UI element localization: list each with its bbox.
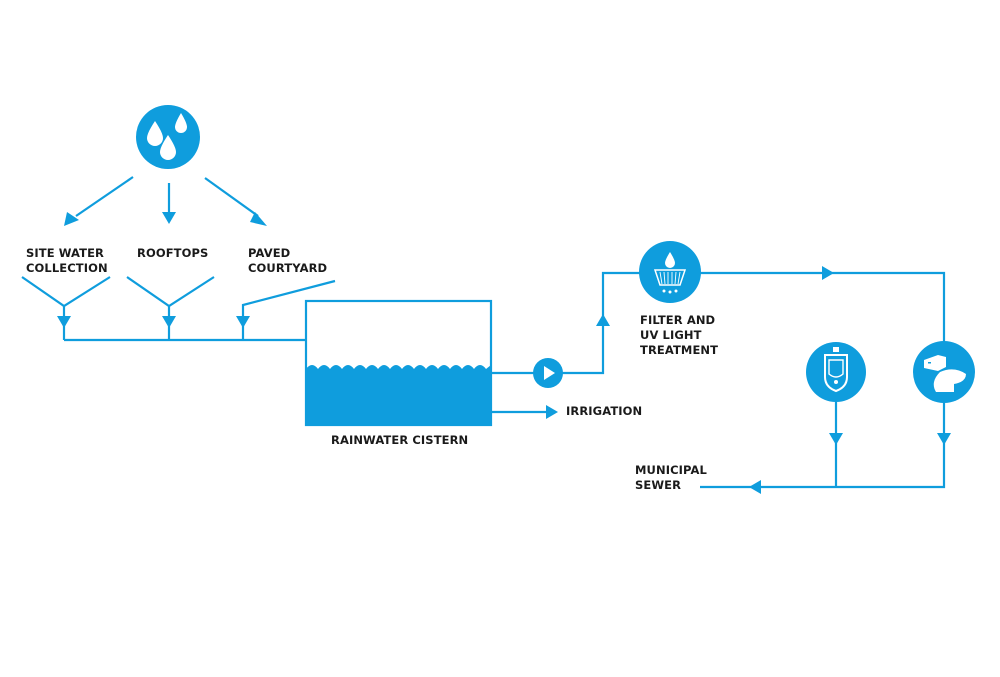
sewer-label: MUNICIPAL SEWER xyxy=(635,463,707,493)
toilet-icon xyxy=(913,341,975,403)
site-water-funnel xyxy=(21,276,111,308)
arrowhead xyxy=(596,314,610,326)
label-line: TREATMENT xyxy=(640,343,719,357)
label-line: FILTER AND xyxy=(640,313,716,327)
label-line: COLLECTION xyxy=(26,261,108,275)
filter-icon xyxy=(639,241,701,303)
arrowhead xyxy=(937,433,951,445)
cistern-label: RAINWATER CISTERN xyxy=(331,433,469,447)
irrigation-label: IRRIGATION xyxy=(566,404,643,418)
arrowhead xyxy=(822,266,834,280)
pump-pipe xyxy=(491,271,946,489)
arrow-to-site-water xyxy=(75,176,134,217)
label-line: ROOFTOPS xyxy=(137,246,209,260)
label-line: MUNICIPAL xyxy=(635,463,707,477)
rooftops-funnel xyxy=(126,276,215,308)
label-line: SEWER xyxy=(635,478,682,492)
arrow-to-paved xyxy=(204,177,259,217)
site-water-label: SITE WATER COLLECTION xyxy=(26,246,108,276)
raindrops-icon xyxy=(136,105,200,169)
rooftops-label: ROOFTOPS xyxy=(137,246,208,261)
arrowhead xyxy=(829,433,843,445)
filter-label: FILTER AND UV LIGHT TREATMENT xyxy=(640,313,718,358)
arrowhead xyxy=(236,316,250,328)
label-line: PAVED xyxy=(248,246,291,260)
paved-line xyxy=(241,279,336,340)
label-line: SITE WATER xyxy=(26,246,104,260)
arrowhead xyxy=(162,316,176,328)
label-line: COURTYARD xyxy=(248,261,328,275)
pump-play-icon xyxy=(533,358,563,388)
cistern-water xyxy=(306,365,491,425)
urinal-icon xyxy=(806,342,866,402)
label-line: UV LIGHT xyxy=(640,328,702,342)
arrowhead xyxy=(57,316,71,328)
arrowhead xyxy=(749,480,761,494)
arrowhead xyxy=(546,405,558,419)
paved-label: PAVED COURTYARD xyxy=(248,246,327,276)
